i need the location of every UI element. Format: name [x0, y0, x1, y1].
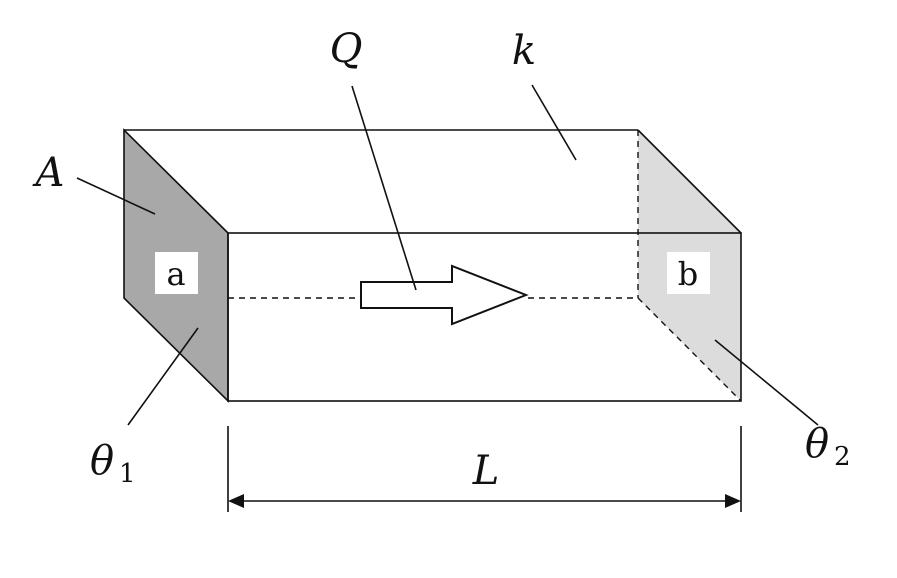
label-Q: Q	[330, 26, 363, 72]
label-theta1: θ	[90, 438, 114, 484]
label-theta2: θ	[805, 421, 829, 467]
label-box-b	[667, 252, 710, 294]
label-L: L	[472, 448, 500, 494]
label-A: A	[32, 150, 65, 196]
label-box-a	[155, 252, 198, 294]
label-k: k	[512, 28, 536, 74]
label-theta2-subscript: 2	[834, 442, 851, 472]
heat-flow-arrow	[360, 264, 529, 326]
leader-lines	[76, 84, 819, 426]
label-a: a	[166, 255, 185, 293]
label-theta1-subscript: 1	[119, 459, 136, 489]
box-edges	[124, 129, 742, 402]
length-dimension	[227, 426, 742, 512]
hidden-edges	[228, 130, 742, 402]
label-b: b	[678, 255, 698, 293]
